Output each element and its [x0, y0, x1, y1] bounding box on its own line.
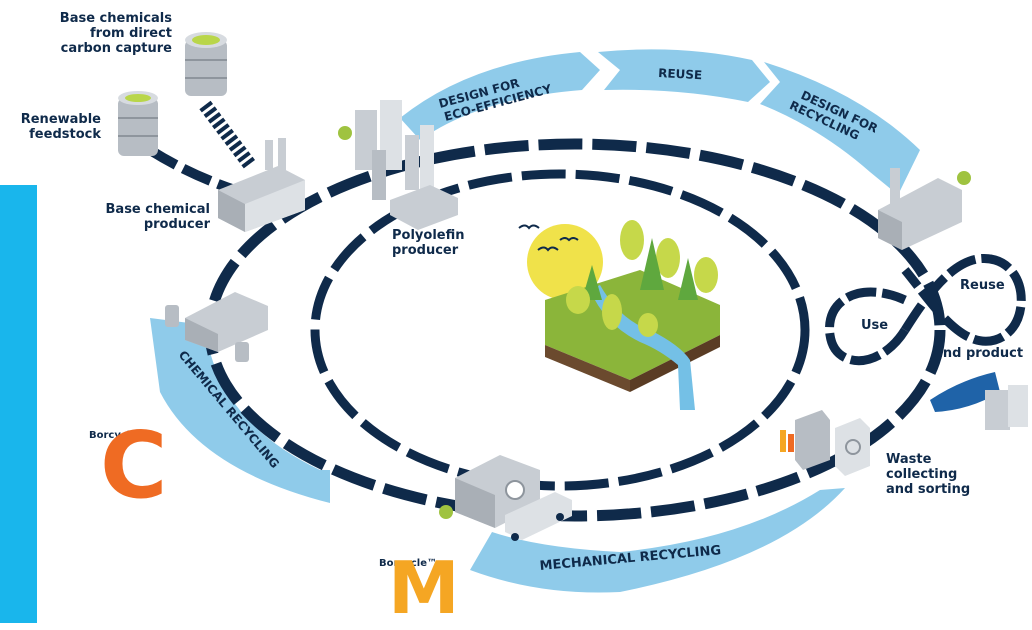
label-use: Use	[861, 318, 889, 333]
factory-icon	[165, 292, 268, 362]
bird-icon	[518, 224, 579, 252]
barrel-icon	[118, 91, 158, 156]
recycle-bin-icon	[780, 410, 870, 476]
label-base-chemicals-dac: Base chemicals from direct carbon captur…	[59, 11, 172, 56]
shoe-icon	[930, 372, 1028, 430]
factory-icon	[878, 168, 971, 250]
arrow-label-reuse: REUSE	[658, 66, 703, 82]
label-waste-collecting: Waste collecting and sorting	[886, 452, 971, 497]
tree-icon	[566, 220, 718, 337]
truck-icon	[505, 492, 572, 541]
brand-borcycle-c-letter: C	[100, 412, 168, 519]
label-renewable-feedstock: Renewable feedstock	[20, 112, 101, 142]
factory-icon	[338, 100, 458, 230]
barrel-icon	[185, 32, 227, 96]
inner-loop	[310, 169, 810, 491]
feedstock-arrow	[147, 145, 237, 195]
use-reuse-loop	[825, 254, 1026, 366]
arrow-design-for-recycling	[760, 62, 920, 195]
arrow-chemical-recycling	[150, 318, 330, 503]
brand-borcycle-m-name: Borcycle™	[379, 558, 438, 569]
label-polyolefin-producer: Polyolefin producer	[392, 228, 465, 258]
arrow-design-eco-efficiency	[400, 52, 600, 140]
arrow-mechanical-recycling	[470, 488, 845, 593]
arrow-reuse	[598, 49, 770, 102]
dac-arrow	[199, 100, 256, 170]
label-end-product: End product	[934, 346, 1024, 361]
brand-borcycle-c-name: Borcycle™	[89, 430, 148, 441]
label-base-chemical-producer: Base chemical producer	[105, 202, 210, 232]
factory-icon	[218, 138, 305, 232]
island-landscape	[527, 220, 720, 410]
label-reuse-loop: Reuse	[960, 278, 1005, 293]
brand-borcycle-m-letter: M	[388, 546, 460, 630]
side-accent-bar	[0, 185, 37, 623]
